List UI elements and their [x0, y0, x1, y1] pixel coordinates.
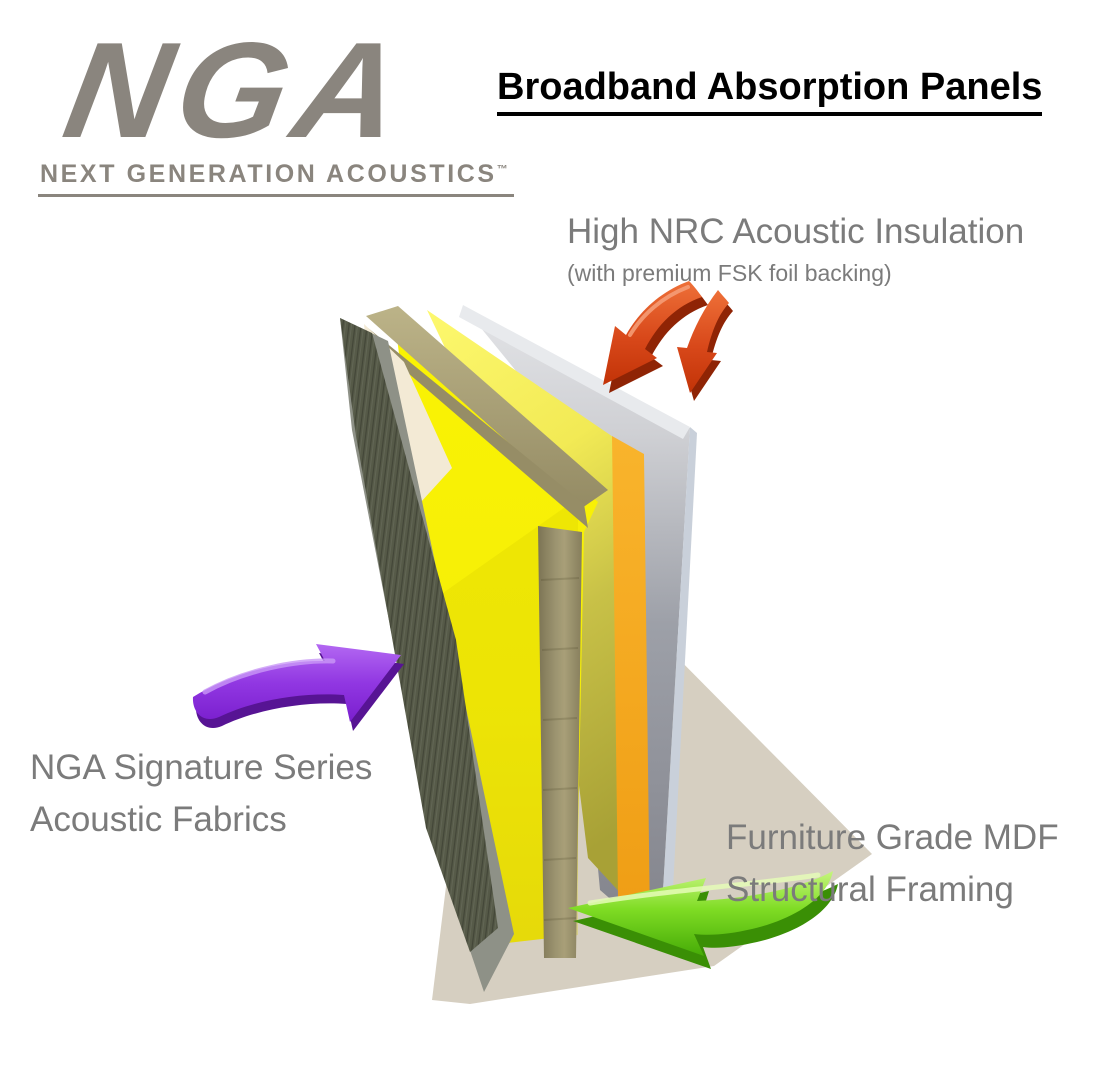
mdf-top-rail — [366, 306, 608, 528]
red-arrow-2 — [677, 290, 733, 401]
callout-fabric: NGA Signature Series Acoustic Fabrics — [30, 742, 372, 846]
callout-fabric-line2: Acoustic Fabrics — [30, 800, 287, 839]
mdf-column — [538, 526, 582, 958]
green-arrow — [568, 871, 838, 969]
callout-fabric-line1: NGA Signature Series — [30, 748, 373, 787]
fabric-panel — [340, 318, 514, 992]
callout-framing-line2: Structural Framing — [726, 870, 1014, 909]
red-arrow-1 — [603, 281, 708, 393]
callout-framing: Furniture Grade MDF Structural Framing — [726, 812, 1059, 916]
page-title: Broadband Absorption Panels — [497, 66, 1043, 116]
callout-insulation-subheading: (with premium FSK foil backing) — [567, 260, 892, 286]
nga-logo-tagline: NEXT GENERATION ACOUSTICS™ — [38, 160, 514, 197]
insulation-back-face — [427, 310, 650, 925]
nga-logo-tagline-text: NEXT GENERATION ACOUSTICS — [40, 160, 497, 188]
callout-framing-line1: Furniture Grade MDF — [726, 818, 1059, 857]
nga-logo: NGA NEXT GENERATION ACOUSTICS™ — [38, 14, 514, 197]
callout-insulation: High NRC Acoustic Insulation (with premi… — [567, 206, 1024, 288]
purple-arrow — [192, 644, 404, 731]
nga-logo-wordmark: NGA — [54, 14, 421, 166]
insulation-edge-orange — [612, 436, 650, 925]
trademark-symbol: ™ — [496, 163, 508, 176]
callout-insulation-heading: High NRC Acoustic Insulation — [567, 212, 1025, 251]
